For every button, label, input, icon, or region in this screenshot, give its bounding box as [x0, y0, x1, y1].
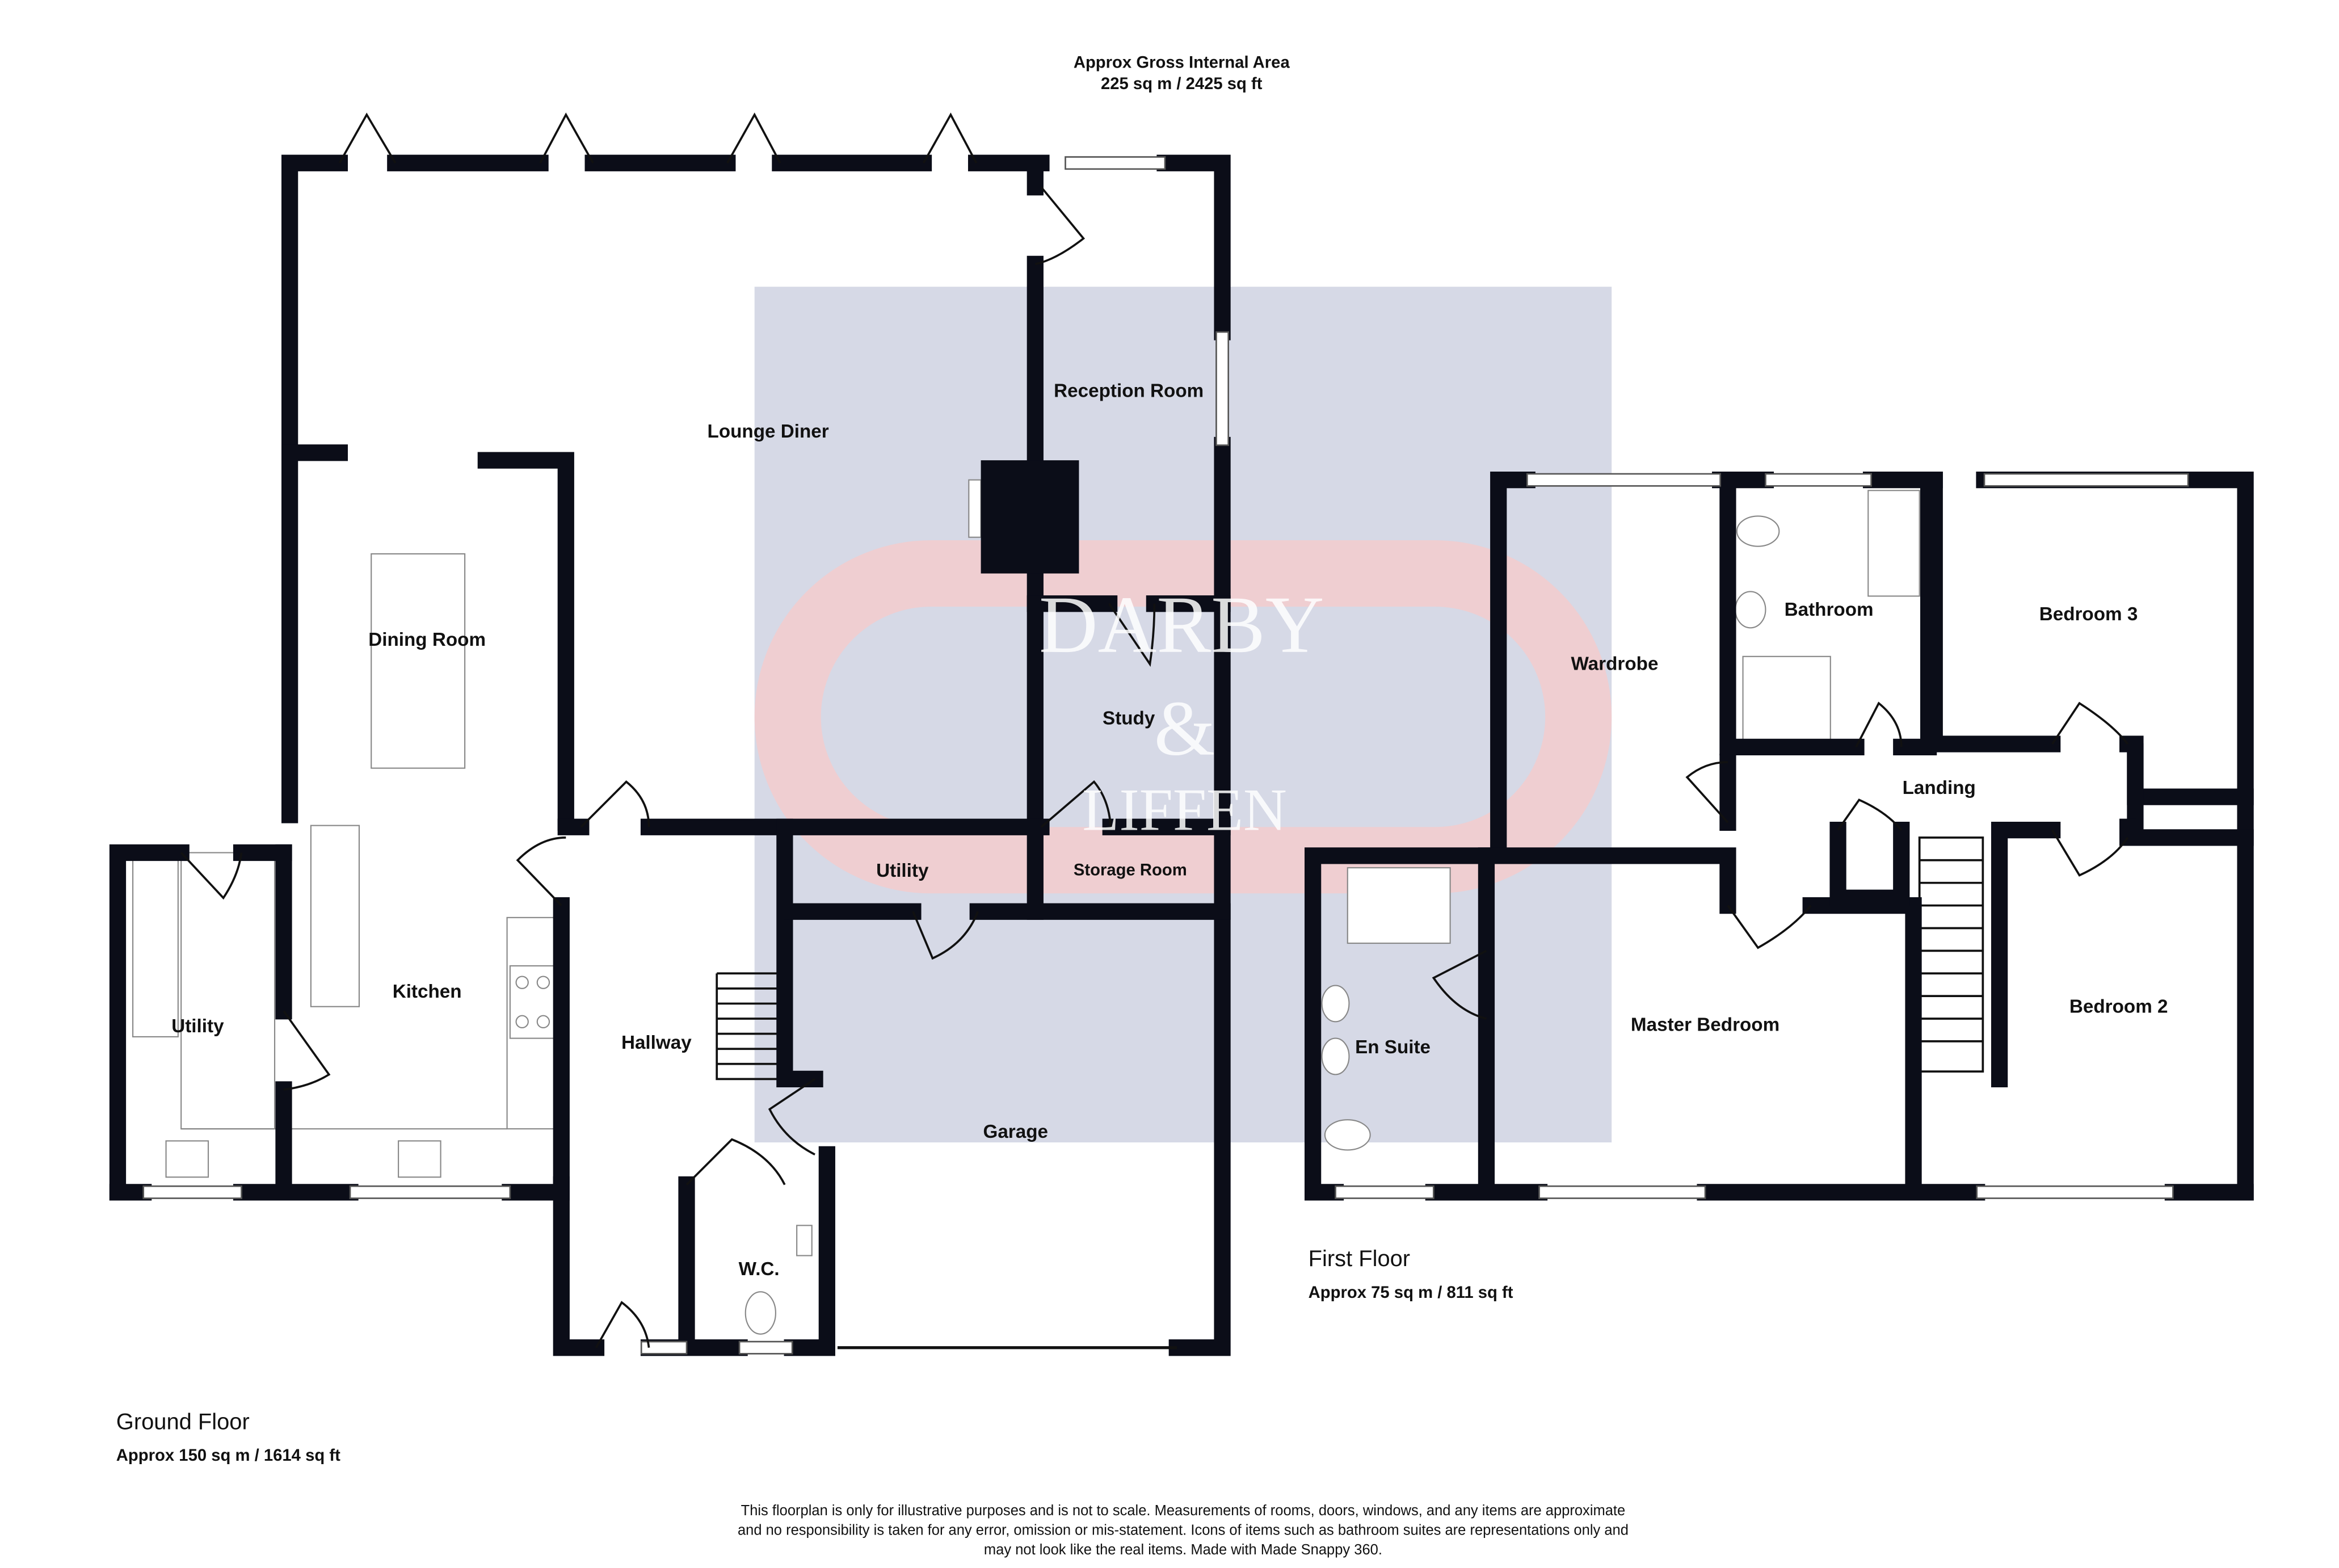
room-lounge-diner: Lounge Diner: [708, 421, 829, 442]
disclaimer-line-2: and no responsibility is taken for any e…: [738, 1522, 1629, 1538]
gross-area-value: 225 sq m / 2425 sq ft: [1101, 75, 1263, 93]
first-floor-walls: [1305, 472, 2254, 1201]
room-utility-left: Utility: [171, 1016, 224, 1037]
first-floor-fixtures: [1321, 490, 1984, 1151]
room-wc: W.C.: [739, 1259, 780, 1280]
watermark-darby: DARBY: [1039, 580, 1324, 670]
room-garage: Garage: [983, 1121, 1048, 1142]
room-wardrobe: Wardrobe: [1571, 654, 1659, 675]
room-kitchen: Kitchen: [393, 981, 462, 1002]
ground-floor-walls: [109, 112, 1231, 1356]
disclaimer-line-3: may not look like the real items. Made w…: [984, 1542, 1382, 1558]
watermark-ampersand: &: [1154, 685, 1215, 772]
first-floor-area: Approx 75 sq m / 811 sq ft: [1309, 1284, 1513, 1302]
watermark-text: DARBY & LIFFEN: [1039, 580, 1324, 844]
ground-floor-fixtures: [132, 479, 982, 1335]
room-study: Study: [1103, 708, 1155, 729]
first-floor-title: First Floor: [1309, 1246, 1410, 1271]
room-master-bedroom: Master Bedroom: [1631, 1014, 1780, 1035]
watermark-logo: [754, 287, 1612, 1143]
room-bedroom-3: Bedroom 3: [2039, 604, 2138, 625]
watermark-liffen: LIFFEN: [1082, 777, 1286, 844]
room-storage: Storage Room: [1074, 861, 1187, 879]
room-bedroom-2: Bedroom 2: [2069, 996, 2168, 1017]
room-dining: Dining Room: [368, 629, 486, 650]
disclaimer-line-1: This floorplan is only for illustrative …: [741, 1503, 1626, 1519]
room-landing: Landing: [1903, 777, 1976, 798]
ground-floor-area: Approx 150 sq m / 1614 sq ft: [116, 1447, 340, 1465]
ground-floor-title: Ground Floor: [116, 1409, 250, 1434]
gross-area-label: Approx Gross Internal Area: [1074, 54, 1290, 72]
room-hallway: Hallway: [621, 1032, 692, 1053]
room-reception: Reception Room: [1054, 380, 1204, 401]
room-bathroom: Bathroom: [1785, 599, 1874, 620]
room-utility-garage: Utility: [876, 860, 929, 881]
room-en-suite: En Suite: [1355, 1037, 1431, 1058]
